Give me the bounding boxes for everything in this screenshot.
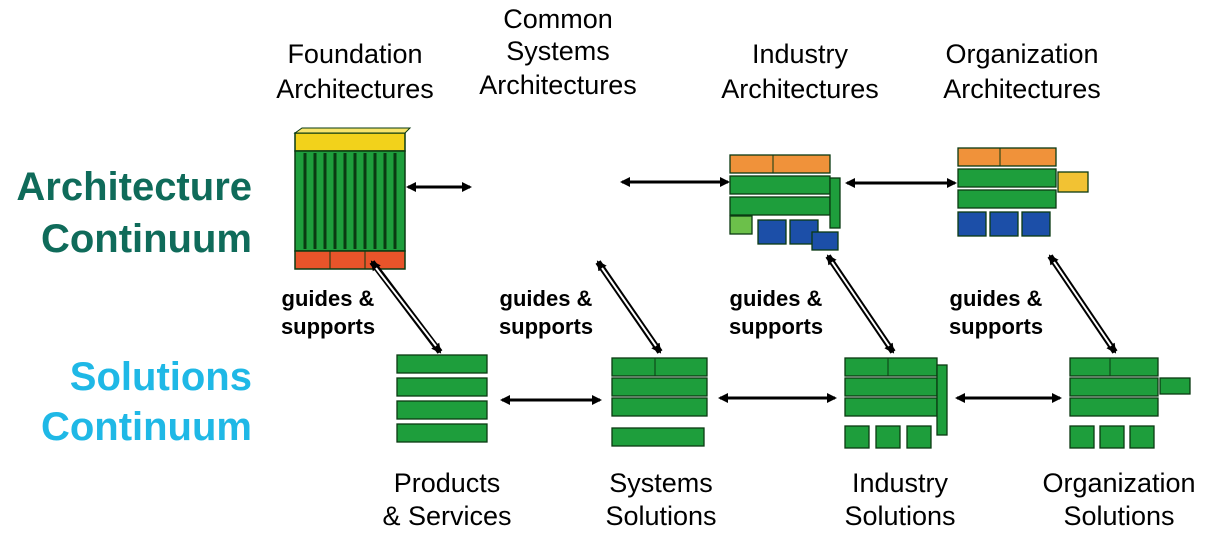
- architecture-continuum-label-line1: Architecture: [16, 165, 252, 209]
- industry-solutions-block: [844, 357, 948, 449]
- foundation-title-line2: Architectures: [276, 74, 434, 104]
- diag-arrow-foundation-products: [369, 260, 443, 354]
- gs-label-2-line1: guides &: [500, 286, 593, 311]
- gs-label-2-line2: supports: [499, 314, 593, 339]
- gs-label-4-line1: guides &: [950, 286, 1043, 311]
- row-labels: Architecture Continuum Solutions Continu…: [16, 165, 252, 449]
- gs-label-3-line2: supports: [729, 314, 823, 339]
- common-systems-title-line0: Common: [503, 4, 613, 34]
- systems-solutions-title-line1: Systems: [609, 468, 713, 498]
- organization-arch-title-line1: Organization: [945, 39, 1098, 69]
- diag-arrow-industry: [825, 254, 896, 354]
- guides-supports-labels: guides & supports guides & supports guid…: [281, 286, 1043, 339]
- solutions-horizontal-arrows: [500, 393, 1062, 405]
- solutions-column-titles: Products & Services Systems Solutions In…: [382, 468, 1195, 531]
- organization-architecture-block: [957, 147, 1089, 237]
- industry-arch-title-line1: Industry: [752, 39, 849, 69]
- organization-arch-title-line2: Architectures: [943, 74, 1101, 104]
- products-services-block: [396, 354, 488, 443]
- systems-solutions-block: [611, 357, 708, 447]
- organization-solutions-title-line1: Organization: [1042, 468, 1195, 498]
- industry-solutions-title-line1: Industry: [852, 468, 949, 498]
- gs-label-4-line2: supports: [949, 314, 1043, 339]
- gs-label-3-line1: guides &: [730, 286, 823, 311]
- solutions-continuum-label-line2: Continuum: [41, 405, 252, 449]
- products-services-title-line2: & Services: [382, 501, 511, 531]
- common-systems-title-line1: Systems: [506, 36, 610, 66]
- systems-solutions-title-line2: Solutions: [605, 501, 716, 531]
- architecture-horizontal-arrows: [406, 177, 957, 192]
- foundation-title-line1: Foundation: [287, 39, 422, 69]
- organization-solutions-title-line2: Solutions: [1063, 501, 1174, 531]
- gs-label-1-line1: guides &: [282, 286, 375, 311]
- products-services-title-line1: Products: [394, 468, 501, 498]
- industry-arch-title-line2: Architectures: [721, 74, 879, 104]
- solutions-continuum-label-line1: Solutions: [70, 355, 252, 399]
- industry-solutions-title-line2: Solutions: [844, 501, 955, 531]
- guides-supports-arrows: [369, 254, 1118, 354]
- architecture-continuum-label-line2: Continuum: [41, 217, 252, 261]
- architecture-column-titles: Foundation Architectures Common Systems …: [276, 4, 1101, 104]
- common-systems-title-line2: Architectures: [479, 70, 637, 100]
- industry-architecture-block: [729, 154, 841, 251]
- diag-arrow-organization: [1047, 254, 1118, 354]
- gs-label-1-line2: supports: [281, 314, 375, 339]
- organization-solutions-block: [1069, 357, 1191, 449]
- foundation-architecture-block: [293, 127, 412, 270]
- diag-arrow-common-systems: [595, 260, 663, 354]
